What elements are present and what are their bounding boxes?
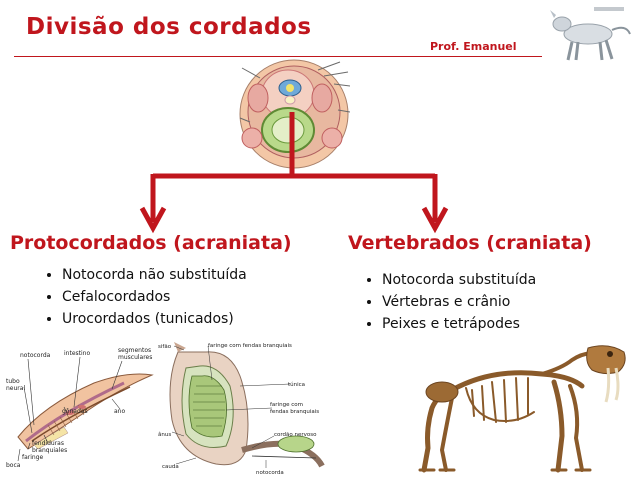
header-divider: [14, 56, 550, 57]
label-ano: ano: [114, 408, 125, 415]
vertebrados-list: Notocorda substituída Vértebras e crânio…: [366, 269, 536, 335]
label-cordao: cordão nervoso: [274, 432, 317, 438]
label-segmentos: segmentos: [118, 347, 151, 354]
label-intestino: intestino: [64, 350, 90, 357]
page-title: Divisão dos cordados: [26, 14, 312, 40]
protocordados-heading: Protocordados (acraniata): [10, 232, 292, 254]
label-notocorda-tunicado: notocorda: [256, 470, 284, 476]
label-neural: neural: [6, 385, 25, 392]
label-sifao: sifão: [158, 344, 172, 350]
label-cauda: cauda: [162, 464, 179, 470]
label-faringe: faringe: [22, 454, 44, 461]
label-fendas2: fendas branquiais: [270, 409, 319, 415]
label-tunica: túnica: [288, 381, 305, 388]
list-item: Cefalocordados: [62, 286, 247, 308]
list-item: Peixes e tetrápodes: [382, 313, 536, 335]
protocordados-list: Notocorda não substituída Cefalocordados…: [46, 264, 247, 330]
label-fendiduras: fendiduras: [32, 440, 64, 447]
label-branquiales: branquiales: [32, 447, 67, 454]
vertebrados-heading: Vertebrados (craniata): [348, 232, 592, 254]
dog-skeleton-thumbnail-icon: [542, 4, 634, 66]
author-label: Prof. Emanuel: [430, 40, 517, 53]
label-faringe2: faringe com: [270, 402, 303, 408]
list-item: Notocorda substituída: [382, 269, 536, 291]
amphioxus-illustration: notocorda intestino segmentos musculares…: [6, 347, 154, 469]
label-anus: ânus: [158, 431, 171, 438]
label-musculares: musculares: [118, 354, 152, 361]
label-gonadas: gônadas: [62, 408, 88, 415]
list-item: Notocorda não substituída: [62, 264, 247, 286]
label-notocorda: notocorda: [20, 352, 51, 359]
chordate-cross-section-illustration: [239, 59, 350, 169]
list-item: Urocordados (tunicados): [62, 308, 247, 330]
sabertooth-skeleton-illustration: [418, 345, 626, 473]
label-faringe-fendas: faringe com fendas branquiais: [208, 343, 292, 349]
tunicate-illustration: sifão faringe com fendas branquiais túni…: [158, 342, 325, 476]
list-item: Vértebras e crânio: [382, 291, 536, 313]
label-boca: boca: [6, 462, 21, 469]
label-tubo: tubo: [6, 378, 20, 385]
